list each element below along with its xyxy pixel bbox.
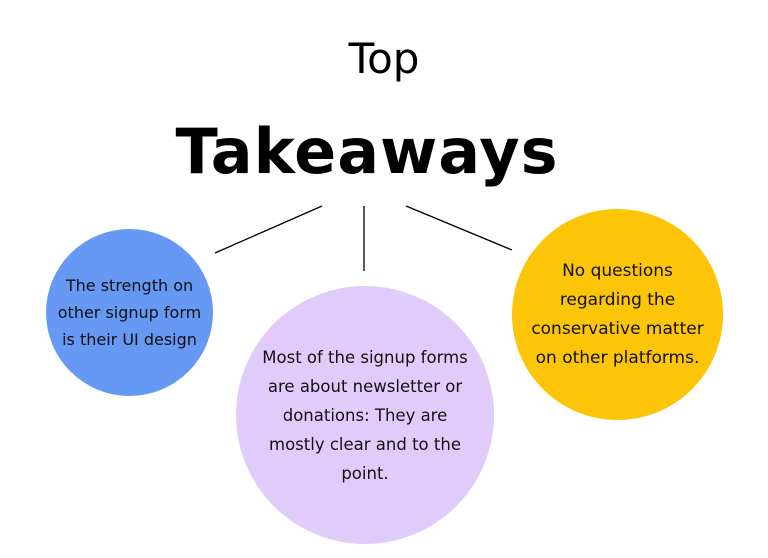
takeaway-circle-right: No questions regarding the conservative … <box>512 209 723 420</box>
takeaway-circle-middle: Most of the signup forms are about newsl… <box>236 286 494 544</box>
takeaway-text-left: The strength on other signup form is the… <box>57 276 202 349</box>
title-main: Takeaways <box>175 115 559 188</box>
connector-left <box>214 205 323 254</box>
takeaway-text-right: No questions regarding the conservative … <box>531 260 704 368</box>
title-top: Top <box>348 34 420 83</box>
takeaway-text-middle: Most of the signup forms are about newsl… <box>262 347 468 483</box>
connector-right <box>405 205 513 251</box>
takeaway-circle-left: The strength on other signup form is the… <box>46 229 213 396</box>
